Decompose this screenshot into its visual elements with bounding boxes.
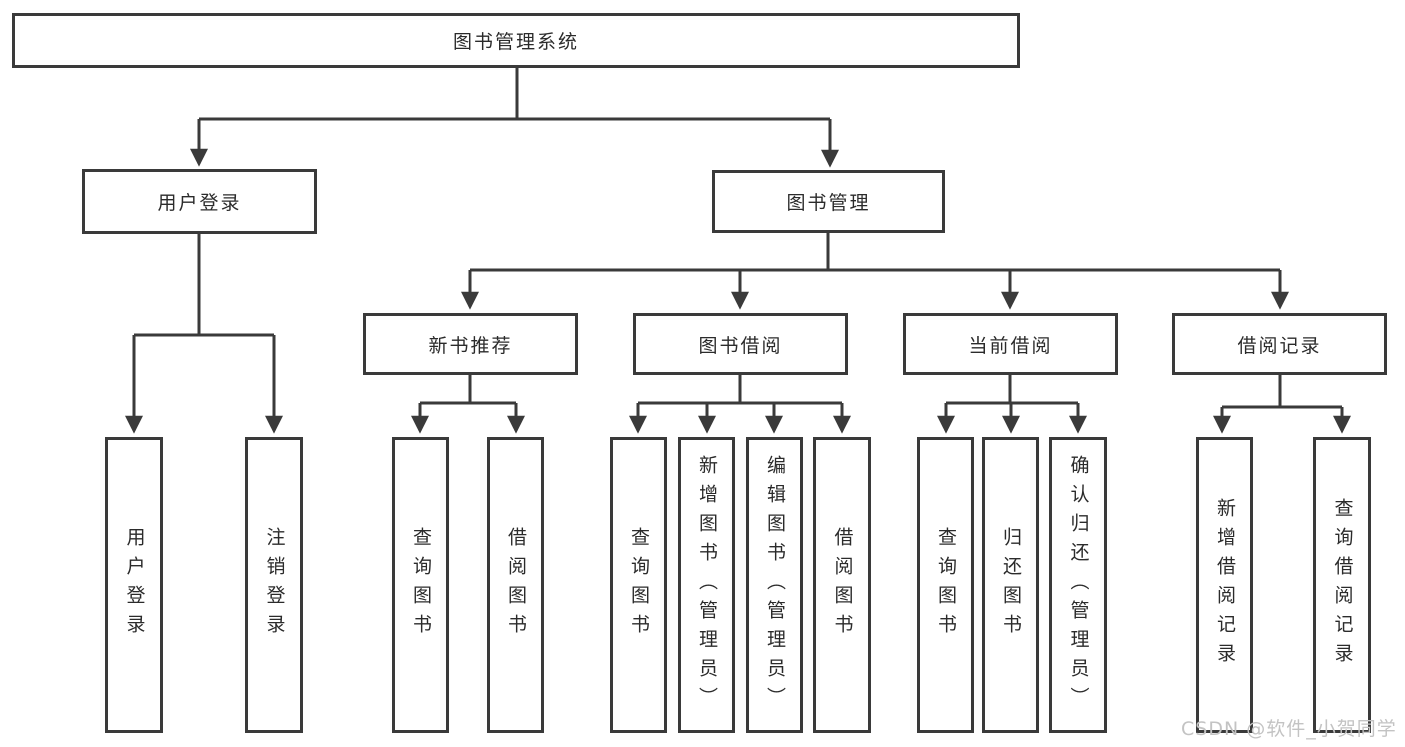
node-borrow-records: 借阅记录 <box>1172 313 1387 375</box>
leaf-query-borrow-record: 查询借阅记录 <box>1313 437 1371 733</box>
csdn-watermark: CSDN @软件_小贺同学 <box>1181 718 1397 740</box>
leaf-query-books-current: 查询图书 <box>917 437 974 733</box>
node-library-management-system: 图书管理系统 <box>12 13 1020 68</box>
leaf-return-books: 归还图书 <box>982 437 1039 733</box>
leaf-edit-books-admin: 编辑图书（管理员） <box>746 437 803 733</box>
leaf-query-books-recommend: 查询图书 <box>392 437 449 733</box>
node-new-book-recommend: 新书推荐 <box>363 313 578 375</box>
leaf-add-books-admin: 新增图书（管理员） <box>678 437 735 733</box>
leaf-add-borrow-record: 新增借阅记录 <box>1196 437 1253 733</box>
leaf-query-books-borrow: 查询图书 <box>610 437 667 733</box>
leaf-confirm-return-admin: 确认归还（管理员） <box>1049 437 1107 733</box>
leaf-logout: 注销登录 <box>245 437 303 733</box>
node-current-borrow: 当前借阅 <box>903 313 1118 375</box>
node-book-borrow: 图书借阅 <box>633 313 848 375</box>
leaf-borrow-books: 借阅图书 <box>813 437 871 733</box>
leaf-user-login: 用户登录 <box>105 437 163 733</box>
node-book-management: 图书管理 <box>712 170 945 233</box>
leaf-borrow-books-recommend: 借阅图书 <box>487 437 544 733</box>
node-user-login: 用户登录 <box>82 169 317 234</box>
